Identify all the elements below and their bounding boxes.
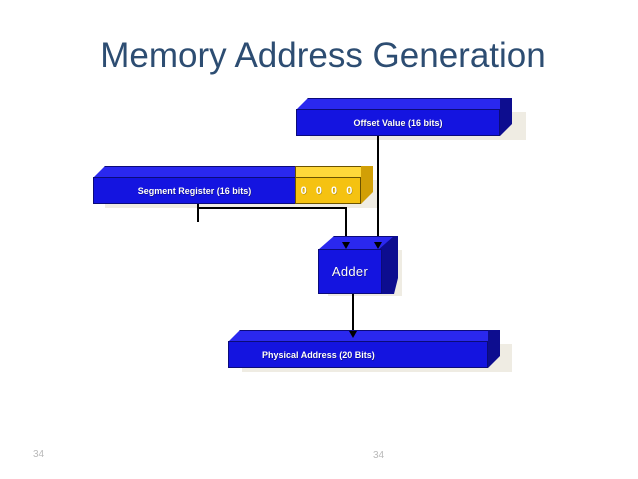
physical-address-block: Physical Address (20 Bits) (228, 330, 512, 372)
shift-zeros-block-top-face (295, 166, 373, 178)
physical-address-block-side-face (488, 330, 500, 368)
connector-offset-to-adder (377, 136, 379, 248)
offset-value-block-label: Offset Value (16 bits) (296, 109, 500, 136)
offset-value-block-top-face (296, 98, 512, 110)
connector-segment-to-adder-segment-2 (197, 207, 346, 209)
connector-adder-to-physical-address (352, 294, 354, 338)
shift-zeros-block-label: 0 0 0 0 (295, 177, 361, 204)
offset-value-block: Offset Value (16 bits) (296, 98, 526, 140)
segment-register-block-top-face (93, 166, 295, 178)
segment-register-block-label: Segment Register (16 bits) (93, 177, 295, 204)
physical-address-block-top-face (228, 330, 500, 342)
page-number-left: 34 (33, 449, 45, 460)
connector-segment-to-adder-segment-1 (197, 204, 199, 222)
shift-zeros-block: 0 0 0 0 (295, 166, 379, 208)
shift-zeros-block-side-face (361, 166, 373, 204)
arrowhead-segment-to-adder (342, 242, 350, 249)
adder-block-label: Adder (318, 249, 382, 294)
page-title: Memory Address Generation (100, 36, 546, 75)
adder-block-side-face (378, 236, 398, 294)
offset-value-block-side-face (500, 98, 512, 136)
page-number-center: 34 (373, 450, 385, 461)
arrowhead-offset-to-adder (374, 242, 382, 249)
segment-register-block: Segment Register (16 bits) (93, 166, 307, 208)
adder-block: Adder (318, 236, 402, 296)
physical-address-block-label: Physical Address (20 Bits) (228, 341, 488, 368)
connector-segment-to-adder-segment-3 (345, 207, 347, 248)
arrowhead-adder-to-physical-address (349, 331, 357, 338)
